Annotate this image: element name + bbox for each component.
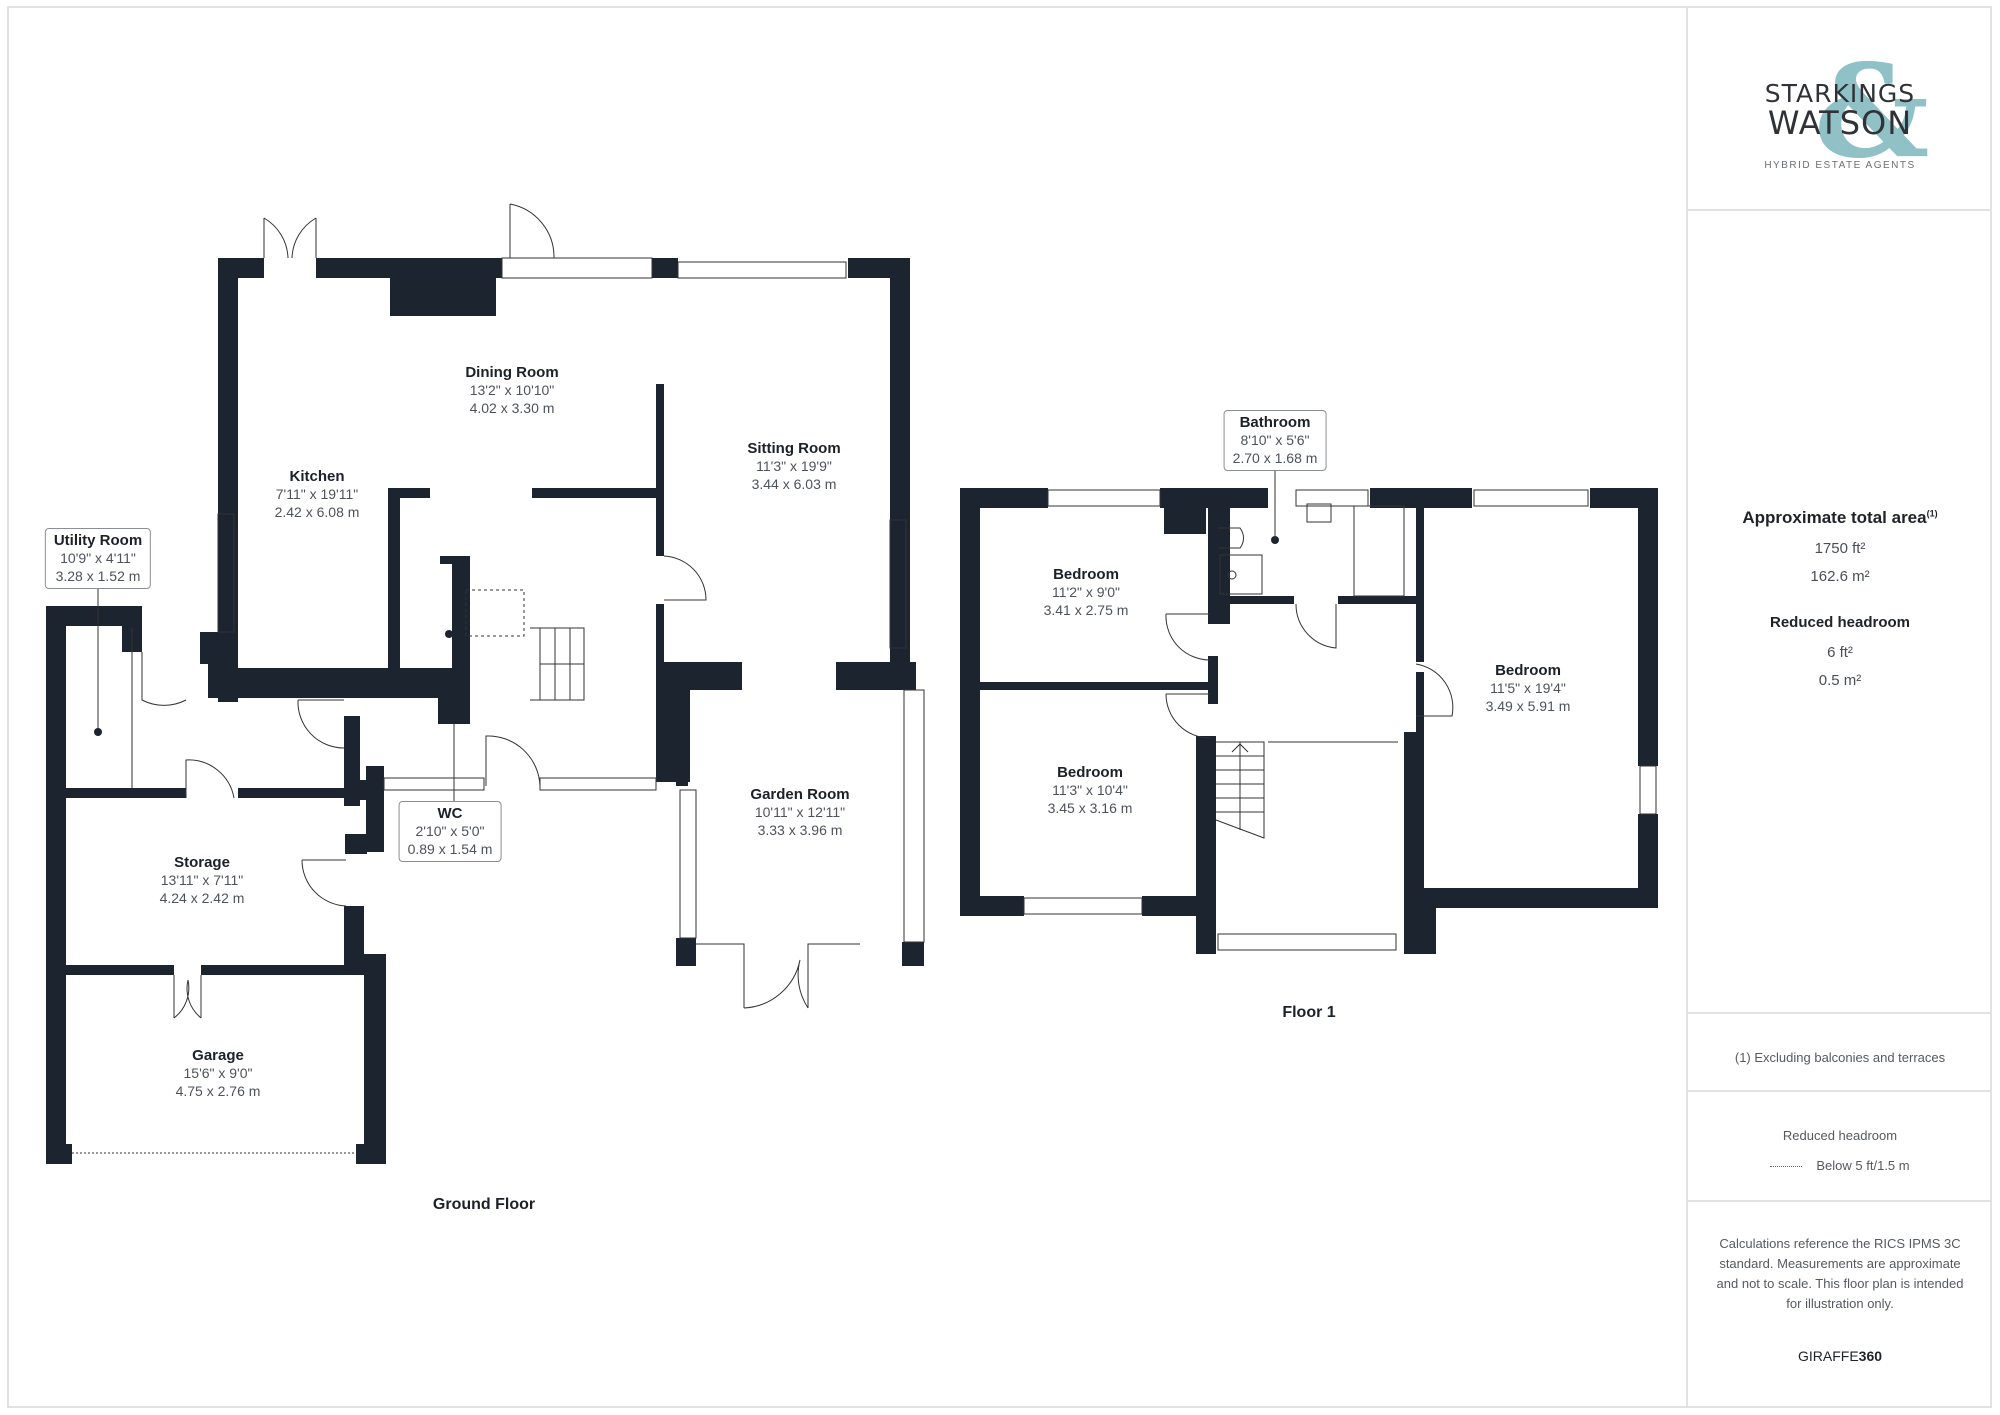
dotted-line-icon bbox=[1770, 1166, 1803, 1168]
room-dim-metric: 3.41 x 2.75 m bbox=[1043, 602, 1129, 618]
room-name: WC bbox=[437, 805, 463, 822]
brand-tagline: HYBRID ESTATE AGENTS bbox=[1764, 160, 1916, 171]
room-dim-metric: 2.70 x 1.68 m bbox=[1232, 450, 1318, 466]
room-name: Garage bbox=[192, 1047, 244, 1064]
ampersand-logo-icon: & bbox=[1814, 37, 1930, 187]
room-dim-metric: 3.33 x 3.96 m bbox=[757, 822, 843, 838]
room-dim-imperial: 13'11" x 7'11" bbox=[160, 872, 244, 888]
credit-suffix: 360 bbox=[1858, 1348, 1883, 1364]
room-label-sitting-room: Sitting Room 11'3" x 19'9" 3.44 x 6.03 m bbox=[747, 440, 840, 493]
room-label-bathroom: Bathroom 8'10" x 5'6" 2.70 x 1.68 m bbox=[1223, 410, 1327, 471]
room-name: Bathroom bbox=[1239, 414, 1311, 431]
credit: GIRAFFE360 bbox=[1688, 1348, 1992, 1364]
room-dim-imperial: 7'11" x 19'11" bbox=[275, 486, 359, 502]
room-dim-imperial: 8'10" x 5'6" bbox=[1240, 432, 1310, 448]
room-label-garage: Garage 15'6" x 9'0" 4.75 x 2.76 m bbox=[176, 1047, 261, 1100]
footnote-mark: (1) bbox=[1926, 508, 1938, 519]
room-label-bedroom-2: Bedroom 11'3" x 10'4" 3.45 x 3.16 m bbox=[1048, 764, 1133, 817]
reduced-m2: 0.5 m² bbox=[1818, 672, 1862, 689]
room-name: Bedroom bbox=[1057, 764, 1123, 781]
room-name: Garden Room bbox=[750, 786, 850, 803]
room-dim-imperial: 13'2" x 10'10" bbox=[469, 382, 555, 398]
room-dim-imperial: 2'10" x 5'0" bbox=[415, 823, 485, 839]
area-title: Approximate total area(1) bbox=[1688, 508, 1992, 528]
room-label-wc: WC 2'10" x 5'0" 0.89 x 1.54 m bbox=[398, 801, 502, 862]
room-dim-imperial: 15'6" x 9'0" bbox=[183, 1065, 253, 1081]
room-dim-imperial: 11'2" x 9'0" bbox=[1052, 584, 1120, 600]
legend-title: Reduced headroom bbox=[1782, 1128, 1898, 1143]
legend-item-text: Below 5 ft/1.5 m bbox=[1816, 1158, 1910, 1173]
reduced-headroom-title: Reduced headroom bbox=[1769, 614, 1911, 631]
page-frame bbox=[7, 6, 1992, 1408]
floor-plan-drawing bbox=[46, 203, 1658, 1164]
brand-name-line1: STARKINGS bbox=[1764, 79, 1916, 108]
area-ft2: 1750 ft² bbox=[1814, 540, 1866, 557]
ground-floor-walls bbox=[46, 258, 924, 1164]
room-name: Sitting Room bbox=[747, 440, 841, 457]
room-dim-metric: 3.28 x 1.52 m bbox=[55, 568, 141, 584]
brand-name-line2: WATSON bbox=[1767, 104, 1913, 142]
room-name: Utility Room bbox=[53, 532, 143, 549]
info-sidebar: & STARKINGS WATSON HYBRID ESTATE AGENTS … bbox=[1686, 6, 1992, 1408]
divider bbox=[1688, 1090, 1992, 1092]
room-label-storage: Storage 13'11" x 7'11" 4.24 x 2.42 m bbox=[160, 854, 245, 907]
room-dim-imperial: 11'5" x 19'4" bbox=[1490, 680, 1566, 696]
room-name: Bedroom bbox=[1495, 662, 1561, 679]
legend-item: Below 5 ft/1.5 m bbox=[1688, 1158, 1992, 1173]
room-dim-metric: 4.24 x 2.42 m bbox=[159, 890, 245, 906]
room-dim-metric: 0.89 x 1.54 m bbox=[407, 841, 493, 857]
room-label-kitchen: Kitchen 7'11" x 19'11" 2.42 x 6.08 m bbox=[275, 468, 360, 521]
room-dim-imperial: 11'3" x 19'9" bbox=[756, 458, 832, 474]
room-label-bedroom-1: Bedroom 11'2" x 9'0" 3.41 x 2.75 m bbox=[1044, 566, 1129, 619]
room-dim-metric: 4.02 x 3.30 m bbox=[469, 400, 555, 416]
room-label-garden-room: Garden Room 10'11" x 12'11" 3.33 x 3.96 … bbox=[750, 786, 849, 839]
divider bbox=[1688, 1012, 1992, 1014]
room-dim-metric: 3.49 x 5.91 m bbox=[1485, 698, 1571, 714]
area-m2: 162.6 m² bbox=[1810, 568, 1870, 585]
divider bbox=[1688, 209, 1992, 211]
brand-logo: & STARKINGS WATSON HYBRID ESTATE AGENTS bbox=[1688, 6, 1992, 209]
floor-1-walls bbox=[960, 488, 1658, 954]
floor-label-floor-1: Floor 1 bbox=[1282, 1004, 1336, 1021]
disclaimer: Calculations reference the RICS IPMS 3C … bbox=[1716, 1236, 1964, 1311]
room-name: Kitchen bbox=[289, 468, 345, 485]
room-label-dining-room: Dining Room 13'2" x 10'10" 4.02 x 3.30 m bbox=[465, 364, 558, 417]
reduced-ft2: 6 ft² bbox=[1827, 644, 1853, 661]
room-dim-imperial: 10'11" x 12'11" bbox=[754, 804, 846, 820]
room-dim-metric: 4.75 x 2.76 m bbox=[175, 1083, 261, 1099]
room-label-bedroom-3: Bedroom 11'5" x 19'4" 3.49 x 5.91 m bbox=[1486, 662, 1571, 715]
room-dim-metric: 3.44 x 6.03 m bbox=[751, 476, 837, 492]
room-name: Bedroom bbox=[1053, 566, 1119, 583]
room-dim-imperial: 10'9" x 4'11" bbox=[60, 550, 136, 566]
room-label-utility-room: Utility Room 10'9" x 4'11" 3.28 x 1.52 m bbox=[44, 528, 152, 589]
credit-prefix: GIRAFFE bbox=[1797, 1348, 1859, 1364]
room-dim-metric: 3.45 x 3.16 m bbox=[1047, 800, 1133, 816]
room-dim-metric: 2.42 x 6.08 m bbox=[274, 504, 360, 520]
divider bbox=[1688, 1200, 1992, 1202]
floor-label-ground: Ground Floor bbox=[432, 1196, 536, 1213]
ground-floor-openings bbox=[72, 203, 925, 1154]
room-name: Storage bbox=[174, 854, 230, 871]
footnote-text: (1) Excluding balconies and terraces bbox=[1734, 1050, 1946, 1065]
room-name: Dining Room bbox=[465, 364, 559, 381]
room-dim-imperial: 11'3" x 10'4" bbox=[1052, 782, 1128, 798]
floor-1-openings bbox=[1023, 489, 1657, 951]
area-title-text: Approximate total area bbox=[1742, 508, 1927, 527]
